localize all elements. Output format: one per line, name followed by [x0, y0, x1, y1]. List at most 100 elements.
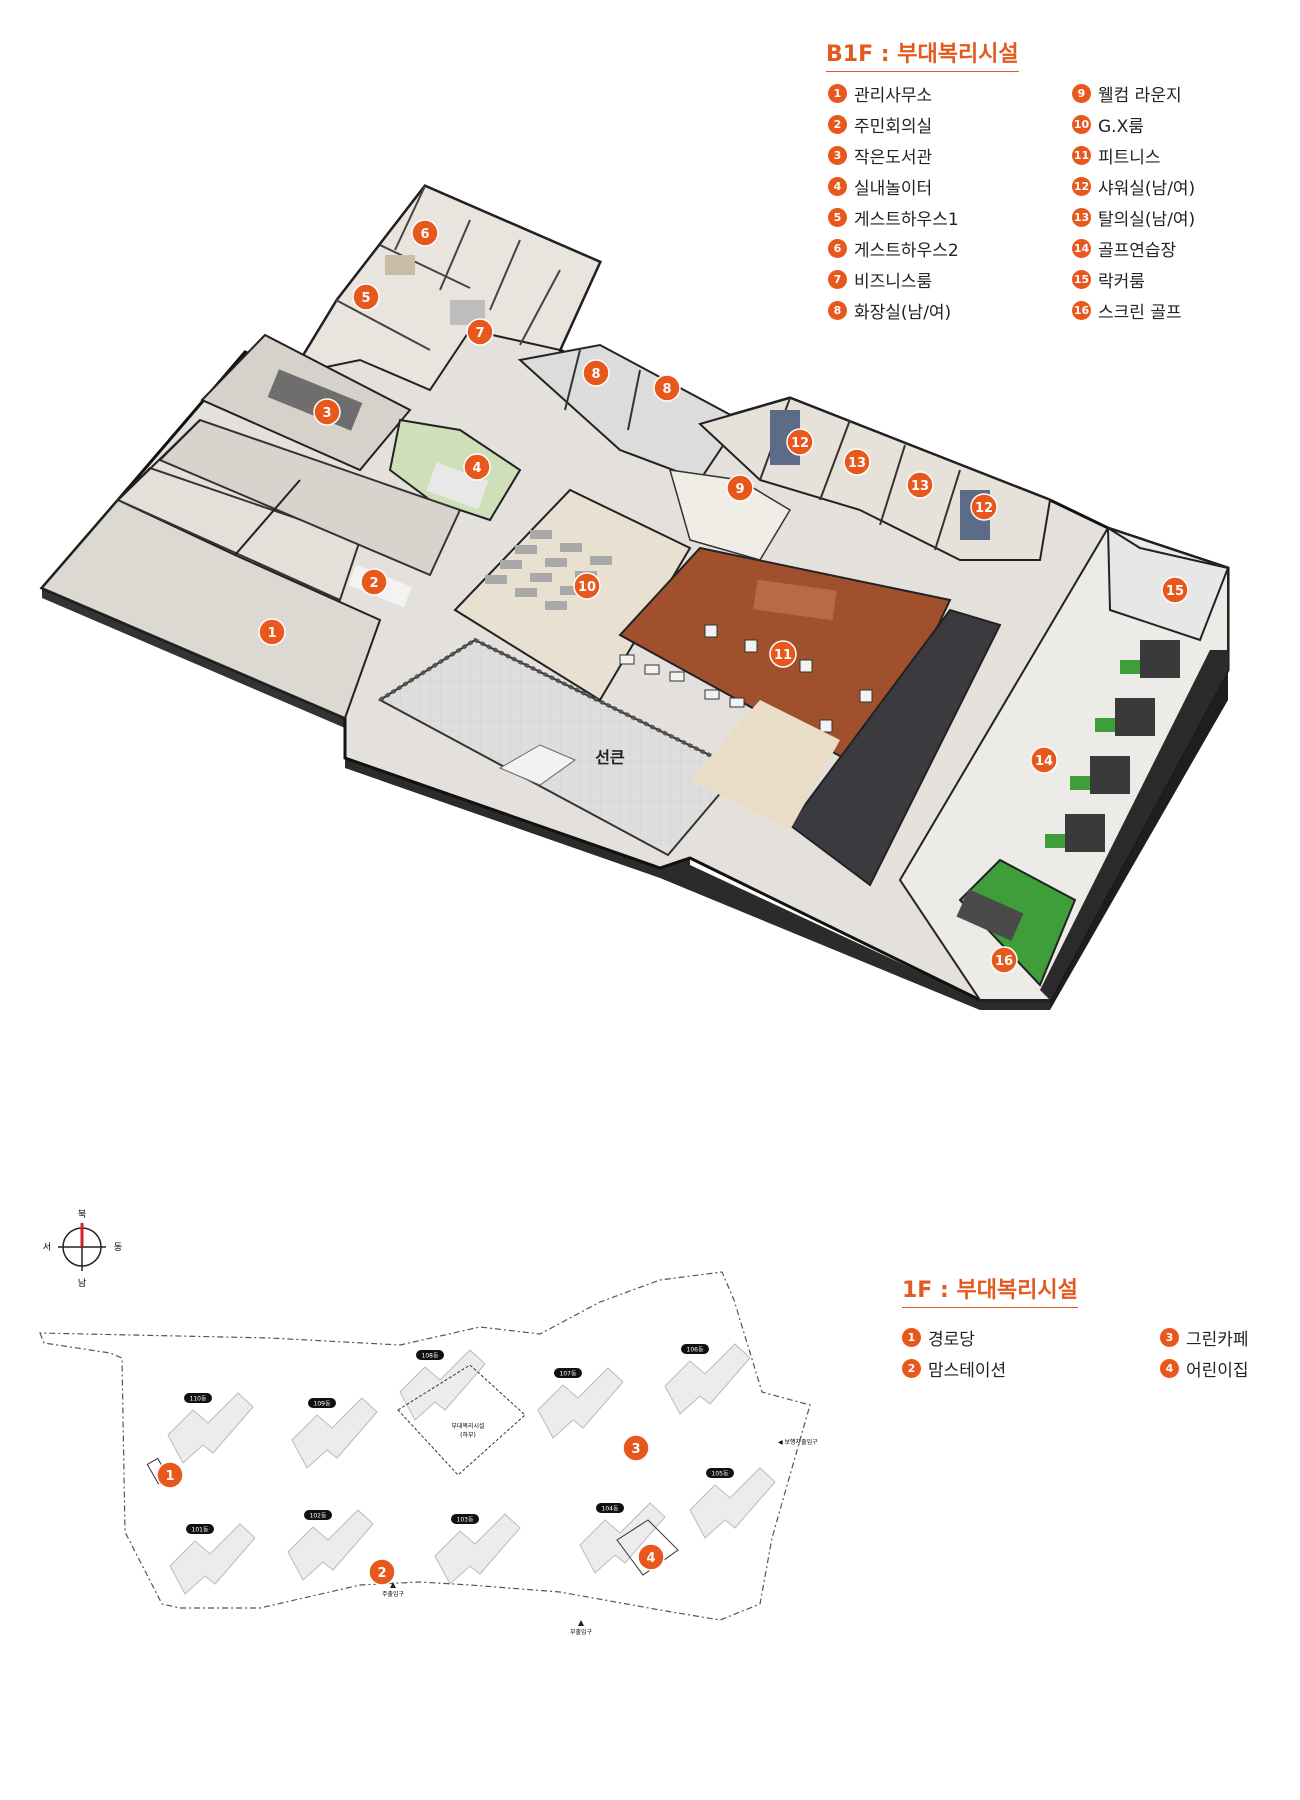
plan-marker: 7: [466, 318, 494, 346]
svg-text:8: 8: [662, 382, 671, 397]
svg-text:5: 5: [361, 291, 370, 306]
number-badge: 14: [1072, 239, 1091, 258]
number-badge: 13: [1072, 208, 1091, 227]
legend-item: 3 작은도서관: [828, 140, 959, 171]
number-badge: 12: [1072, 177, 1091, 196]
legend-label: 화장실(남/여): [854, 303, 952, 323]
legend-item: 10 G.X룸: [1072, 109, 1195, 140]
legend-item: 8 화장실(남/여): [828, 295, 959, 326]
legend-label: 작은도서관: [854, 148, 933, 168]
legend-label: G.X룸: [1098, 117, 1144, 137]
sunken-label: 선큰: [595, 748, 625, 767]
number-badge: 2: [902, 1359, 921, 1378]
number-badge: 2: [828, 115, 847, 134]
plan-marker: 14: [1030, 746, 1058, 774]
plan-marker: 8: [653, 374, 681, 402]
svg-text:9: 9: [735, 482, 744, 497]
legend-item: 15 락커룸: [1072, 264, 1195, 295]
number-badge: 8: [828, 301, 847, 320]
legend-item: 1 관리사무소: [828, 78, 959, 109]
plan-marker: 1: [258, 618, 286, 646]
legend-label: 경로당: [928, 1330, 975, 1350]
f1-legend-right: 3 그린카페 4 어린이집: [1160, 1322, 1249, 1384]
legend-item: 6 게스트하우스2: [828, 233, 959, 264]
legend-item: 13 탈의실(남/여): [1072, 202, 1195, 233]
plan-marker: 6: [411, 219, 439, 247]
plan-marker: 3: [313, 398, 341, 426]
legend-label: 게스트하우스1: [854, 210, 959, 230]
b1f-title: B1F : 부대복리시설: [826, 36, 1019, 72]
number-badge: 4: [828, 177, 847, 196]
number-badge: 11: [1072, 146, 1091, 165]
legend-label: 실내놀이터: [854, 179, 933, 199]
svg-text:4: 4: [472, 461, 481, 476]
legend-item: 11 피트니스: [1072, 140, 1195, 171]
legend-label: 관리사무소: [854, 86, 933, 106]
number-badge: 16: [1072, 301, 1091, 320]
number-badge: 3: [1160, 1328, 1179, 1347]
plan-marker: 12: [970, 493, 998, 521]
legend-item: 5 게스트하우스1: [828, 202, 959, 233]
plan-marker: 4: [463, 453, 491, 481]
svg-text:6: 6: [420, 227, 429, 242]
svg-text:7: 7: [475, 326, 484, 341]
number-badge: 10: [1072, 115, 1091, 134]
svg-text:2: 2: [369, 576, 378, 591]
number-badge: 3: [828, 146, 847, 165]
plan-marker: 8: [582, 359, 610, 387]
svg-text:15: 15: [1166, 584, 1184, 599]
legend-label: 피트니스: [1098, 148, 1161, 168]
legend-item: 2 맘스테이션: [902, 1353, 1006, 1384]
slab-edge: [42, 588, 345, 728]
svg-text:13: 13: [911, 479, 929, 494]
plan-marker: 15: [1161, 576, 1189, 604]
plan-marker: 11: [769, 640, 797, 668]
legend-item: 3 그린카페: [1160, 1322, 1249, 1353]
legend-label: 주민회의실: [854, 117, 933, 137]
svg-text:16: 16: [995, 954, 1013, 969]
number-badge: 15: [1072, 270, 1091, 289]
number-badge: 6: [828, 239, 847, 258]
legend-label: 게스트하우스2: [854, 241, 959, 261]
svg-text:10: 10: [578, 580, 596, 595]
b1f-legend-left: 1 관리사무소 2 주민회의실 3 작은도서관 4 실내놀이터 5 게스트하우스1 6 게스트하우스2…: [828, 78, 959, 326]
legend-item: 4 실내놀이터: [828, 171, 959, 202]
number-badge: 5: [828, 208, 847, 227]
legend-label: 어린이집: [1186, 1361, 1249, 1381]
svg-text:12: 12: [791, 436, 809, 451]
legend-label: 스크린 골프: [1098, 303, 1182, 323]
svg-text:3: 3: [322, 406, 331, 421]
svg-text:1: 1: [267, 626, 276, 641]
f1-title: 1F : 부대복리시설: [902, 1272, 1078, 1308]
legend-label: 락커룸: [1098, 272, 1145, 292]
svg-text:14: 14: [1035, 754, 1053, 769]
legend-item: 4 어린이집: [1160, 1353, 1249, 1384]
plan-marker: 13: [906, 471, 934, 499]
plan-marker: 9: [726, 474, 754, 502]
svg-text:11: 11: [774, 648, 792, 663]
legend-label: 골프연습장: [1098, 241, 1177, 261]
legend-item: 12 샤워실(남/여): [1072, 171, 1195, 202]
legend-label: 탈의실(남/여): [1098, 210, 1196, 230]
number-badge: 9: [1072, 84, 1091, 103]
svg-text:8: 8: [591, 367, 600, 382]
legend-label: 그린카페: [1186, 1330, 1249, 1350]
legend-label: 맘스테이션: [928, 1361, 1007, 1381]
plan-marker: 16: [990, 946, 1018, 974]
svg-text:12: 12: [975, 501, 993, 516]
plan-marker: 2: [360, 568, 388, 596]
legend-item: 16 스크린 골프: [1072, 295, 1195, 326]
plan-marker: 12: [786, 428, 814, 456]
number-badge: 4: [1160, 1359, 1179, 1378]
legend-label: 샤워실(남/여): [1098, 179, 1196, 199]
legend-item: 2 주민회의실: [828, 109, 959, 140]
number-badge: 1: [828, 84, 847, 103]
svg-text:13: 13: [848, 456, 866, 471]
plan-marker: 10: [573, 572, 601, 600]
